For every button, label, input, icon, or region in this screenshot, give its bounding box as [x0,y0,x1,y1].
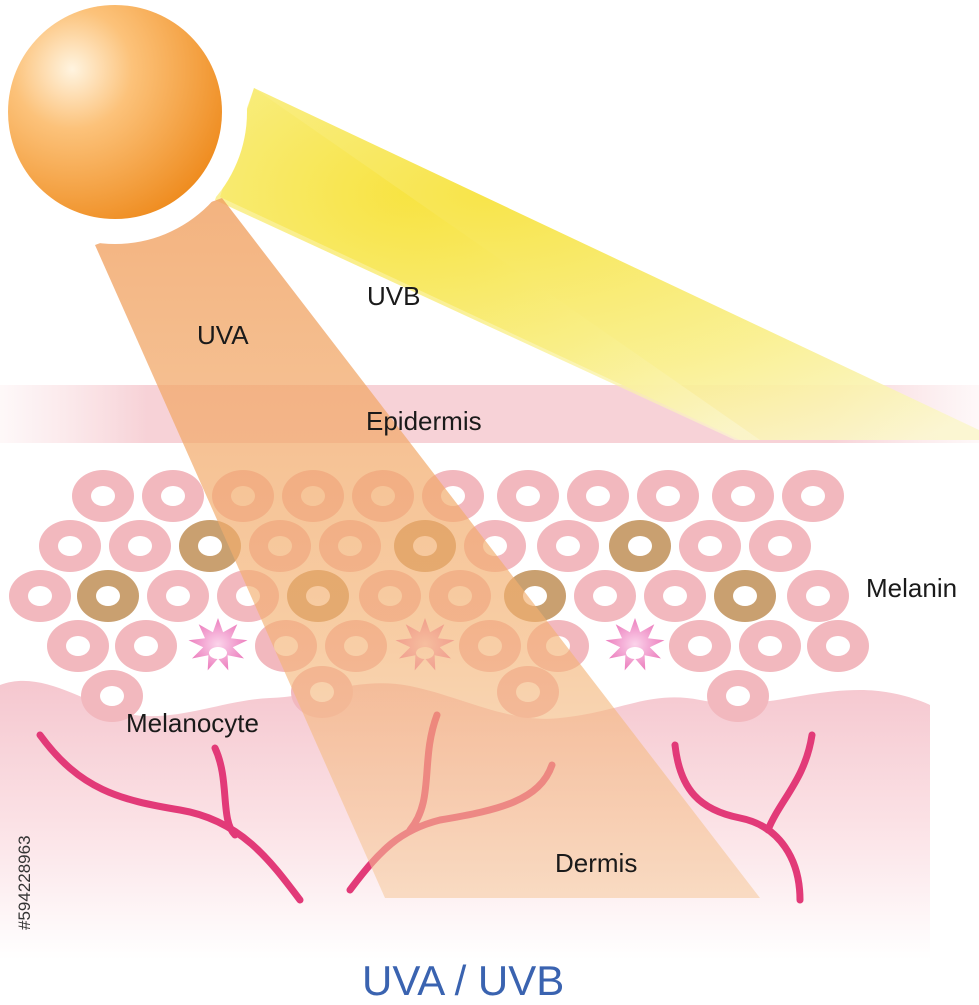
uvb-beam-core [215,88,760,440]
cell-nucleus [96,586,120,606]
cell-nucleus [663,586,687,606]
label-uva: UVA [197,320,249,350]
cell-nucleus [100,686,124,706]
cell-nucleus [66,636,90,656]
melanocyte-nucleus [626,647,644,659]
cell-nucleus [593,586,617,606]
cell-nucleus [58,536,82,556]
cell-nucleus [556,536,580,556]
cell-nucleus [656,486,680,506]
uvb-beam [220,88,979,440]
label-melanocyte: Melanocyte [126,708,259,738]
melanocyte-nucleus [209,647,227,659]
blood-vessel-left [36,731,304,904]
cell-nucleus [586,486,610,506]
cell-nucleus [733,586,757,606]
cell-nucleus [161,486,185,506]
diagram-title: UVA / UVB [362,957,564,1000]
cell-nucleus [28,586,52,606]
cell-nucleus [91,486,115,506]
cell-nucleus [628,536,652,556]
melanocyte-cell [605,618,665,671]
cell-nucleus [128,536,152,556]
cell-nucleus [516,486,540,506]
cell-nucleus [731,486,755,506]
label-epidermis: Epidermis [366,406,482,436]
cell-nucleus [698,536,722,556]
cell-nucleus [806,586,830,606]
label-uvb: UVB [367,281,420,311]
uva-beam [95,198,760,898]
label-melanin: Melanin [866,573,957,603]
blood-vessel-left-branch [211,744,239,839]
cell-nucleus [688,636,712,656]
cell-nucleus [198,536,222,556]
blood-vessel-right-branch [764,731,816,834]
cell-nucleus [758,636,782,656]
blood-vessel-right [671,741,804,904]
label-dermis: Dermis [555,848,637,878]
cell-nucleus [166,586,190,606]
cell-nucleus [801,486,825,506]
melanocyte-cell [188,618,248,671]
cell-nucleus [768,536,792,556]
side-id-text: #594228963 [15,835,34,930]
sun [8,5,222,219]
cell-nucleus [726,686,750,706]
cell-nucleus [826,636,850,656]
cell-nucleus [134,636,158,656]
